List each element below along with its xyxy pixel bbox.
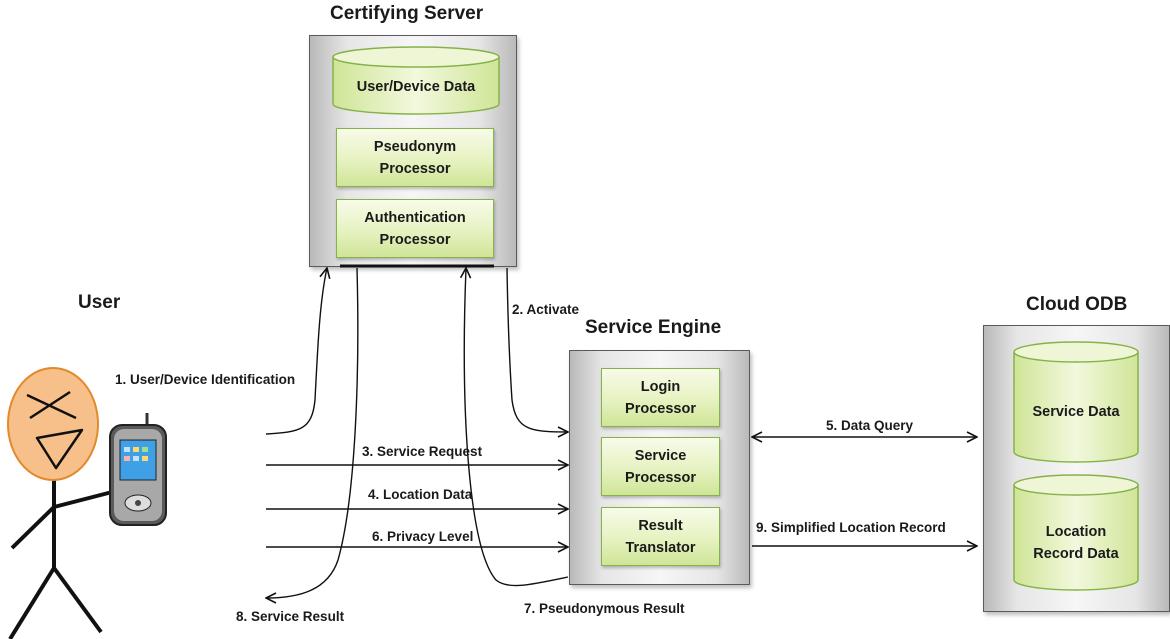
arrow-activate xyxy=(506,267,568,432)
user-title: User xyxy=(78,292,121,313)
arrow-user-device-identification xyxy=(265,268,327,435)
label-data-query: 5. Data Query xyxy=(826,418,914,433)
label-location-data: 4. Location Data xyxy=(368,487,473,502)
arrow-pseudonymous-result xyxy=(464,268,569,587)
label-user-device-identification: 1. User/Device Identification xyxy=(115,372,296,387)
result-translator: Result Translator xyxy=(601,507,720,566)
cloud-odb-title: Cloud ODB xyxy=(1026,294,1128,315)
authentication-processor: Authentication Processor xyxy=(336,199,494,258)
location-record-data-label: Location Record Data xyxy=(1033,524,1119,562)
arrow-service-result xyxy=(266,267,359,598)
service-engine-title: Service Engine xyxy=(585,317,722,338)
certifying-server-title: Certifying Server xyxy=(330,3,484,24)
label-simplified-location-record: 9. Simplified Location Record xyxy=(756,520,946,535)
service-data-database-icon xyxy=(1013,341,1139,463)
location-record-data-database-icon xyxy=(1013,474,1139,591)
user-stick-figure-icon xyxy=(8,478,121,639)
pseudonym-processor: Pseudonym Processor xyxy=(336,128,494,187)
label-service-request: 3. Service Request xyxy=(362,444,483,459)
user-device-data-database-icon xyxy=(332,46,500,115)
label-pseudonymous-result: 7. Pseudonymous Result xyxy=(524,601,685,616)
user-device-data-label: User/Device Data xyxy=(356,79,476,95)
login-processor: Login Processor xyxy=(601,368,720,427)
mobile-phone-icon xyxy=(109,413,167,526)
label-privacy-level: 6. Privacy Level xyxy=(372,529,474,544)
user-face-icon xyxy=(7,367,99,481)
service-data-label: Service Data xyxy=(1032,404,1120,420)
label-service-result: 8. Service Result xyxy=(236,609,345,624)
label-activate: 2. Activate xyxy=(512,302,580,317)
service-processor: Service Processor xyxy=(601,437,720,496)
